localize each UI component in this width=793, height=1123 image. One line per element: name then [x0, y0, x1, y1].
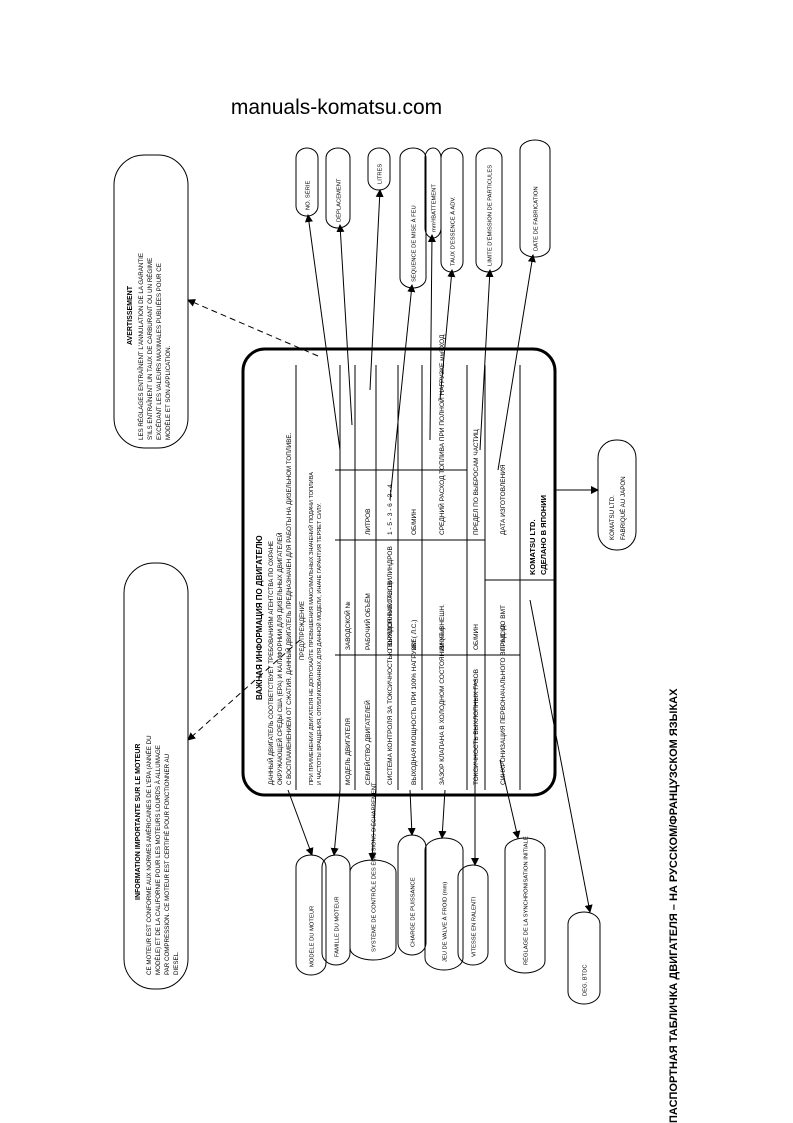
- warn-box-title: AVERTISSEMENT: [127, 285, 134, 345]
- right-callout-label: FABRIQUÉ AU JAPON: [620, 476, 627, 540]
- plate-row-value: РАБОЧИЙ ОБЪЁМ: [363, 593, 372, 650]
- plate-row-value: ПРЕДЕЛ ПО ВЫБРОСАМ ЧАСТИЦ: [473, 429, 480, 535]
- bottom-callout-label: MODÈLE DU MOTEUR: [309, 906, 316, 967]
- plate-row-value: ГРАД. ДО ВМТ: [500, 605, 507, 650]
- top-callout-label: TAUX D'ESSENCE À ADV.: [450, 196, 457, 266]
- bottom-callout-label: VITESSE EN RALENTI: [472, 896, 478, 957]
- top-callout-label: DÉPLACEMENT: [336, 178, 343, 222]
- plate-row-label: ВЫХОДНАЯ МОЩНОСТЬ ПРИ 100% НАГРУЗКЕ: [411, 638, 418, 785]
- plate-row-label: СЕМЕЙСТВО ДВИГАТЕЛЕЙ: [363, 700, 372, 785]
- plate-row-label: СИСТЕМА КОНТРОЛЯ ЗА ТОКСИЧНОСТЬЮ ВЫХЛОПН…: [387, 581, 394, 785]
- plate-warning-line: ПРИ ПРИМЕНЕНИИ ДВИГАТЕЛЯ НЕ ДОПУСКАЙТЕ П…: [307, 472, 315, 785]
- plate-intro-line: ОКРУЖАЮЩЕЙ СРЕДЫ США (EPA) И КАЛИФОРНИИ …: [276, 533, 284, 785]
- engine-plate: [241, 347, 557, 797]
- top-callout-label: DATE DE FABRICATION: [534, 186, 540, 251]
- plate-intro-line: С ВОСПЛАМЕНЕНИЕМ ОТ СЖАТИЯ. ДАННЫЙ ДВИГА…: [285, 433, 293, 785]
- top-callout-label: LIMITE D'ÉMISSION DE PARTICULES: [487, 165, 494, 266]
- info-box-line: DIESEL.: [173, 951, 180, 975]
- top-callout-label: SÉQUENCE DE MISE À FEU: [411, 205, 418, 282]
- info-box-line: PAR COMPRESSION. CE MOTEUR EST CERTIFIÉ …: [164, 754, 171, 975]
- plate-row-value: 1 - 5 - 3 - 6 - 2 - 4: [387, 484, 394, 535]
- plate-warning-head: ПРЕДУПРЕЖДЕНИЕ: [300, 601, 306, 660]
- plate-intro-line: ДАННЫЙ ДВИГАТЕЛЬ СООТВЕТСТВУЕТ ТРЕБОВАНИ…: [267, 541, 275, 785]
- leader-lines: [187, 299, 319, 741]
- top-callout-label: NO. SÉRIE: [305, 181, 312, 210]
- plate-maker: KOMATSU LTD.: [528, 519, 537, 575]
- bottom-callout-pill: [567, 911, 601, 1005]
- plate-row-value: ДАТА ИЗГОТОВЛЕНИЯ: [500, 464, 507, 535]
- top-callout-label: mm³/BATTEMENT: [432, 184, 438, 232]
- plate-row-value: ОБ/МИН: [411, 509, 418, 535]
- warn-box-line: MODÈLE ET SON APPLICATION.: [165, 345, 172, 440]
- warn-box-line: EXCÉDANT LES VALEURS MAXIMALES PUBLIÉES …: [156, 263, 163, 440]
- footer-caption: ПАСПОРТНАЯ ТАБЛИЧКА ДВИГАТЕЛЯ – НА РУССК…: [668, 688, 680, 1123]
- warn-box-text: AVERTISSEMENT LES RÉGLAGES ENTRAÎNENT L'A…: [127, 253, 172, 440]
- arrows: [287, 189, 599, 913]
- info-box-text: INFORMATION IMPORTANTE SUR LE MOTEUR CE M…: [135, 735, 180, 975]
- right-callout: KOMATSU LTD. FABRIQUÉ AU JAPON: [597, 439, 637, 551]
- plate-row-value: ЗАВОДСКОЙ №: [343, 601, 352, 650]
- top-callouts: NO. SÉRIE DÉPLACEMENT LITRES SÉQUENCE DE MI…: [295, 139, 551, 289]
- info-box-line: MODÈLE) ET DE LA CALIFORNIE POUR LES MOT…: [155, 745, 162, 975]
- bottom-callouts: MODÈLE DU MOTEUR FAMILLE DU MOTEUR SYSTÈME…: [295, 782, 601, 1005]
- warn-box-line: LES RÉGLAGES ENTRAÎNENT L'ANNULATION DE …: [138, 253, 145, 440]
- plate-made-in: СДЕЛАНО В ЯПОНИИ: [539, 495, 548, 575]
- plate-title: ВАЖНАЯ ИНФОРМАЦИЯ ПО ДВИГАТЕЛЮ: [255, 535, 264, 700]
- plate-row-label: СИНХРОНИЗАЦИЯ ПЕРВОНАЧАЛЬНОГО ВПРЫСКА: [500, 623, 507, 785]
- right-callout-label: KOMATSU LTD.: [609, 495, 616, 540]
- right-callout-pill: [597, 439, 637, 551]
- top-callout-label: LITRES: [378, 164, 384, 184]
- plate-row-value: ВНУТ. ВНЕШН.: [439, 604, 446, 650]
- plate-row-value: ЛИТРОВ: [365, 509, 372, 536]
- plate-warning-line: И ЧАСТОТЫ ВРАЩЕНИЯ, ОПУБЛИКОВАННЫХ ДЛЯ Д…: [315, 503, 323, 785]
- plate-row-value: ОБ/МИН: [473, 624, 480, 650]
- info-box-title: INFORMATION IMPORTANTE SUR LE MOTEUR: [135, 744, 142, 900]
- plate-row-value: ПОРЯДОК РАБОТЫ ЦИЛИНДРОВ: [387, 546, 394, 650]
- bottom-callout-label: CHARGE DE PUISSANCE: [411, 877, 417, 947]
- bottom-callout-label: FAMILLE DU MOTEUR: [335, 896, 341, 957]
- plate-row-label: МОДЕЛЬ ДВИГАТЕЛЯ: [345, 718, 352, 785]
- warn-box-line: S'ILS ENTRAÎNENT UN TAUX DE CARBURANT OU…: [147, 258, 154, 440]
- plate-row-label: ТОКСИЧНОСТЬ ВЫХЛОПНЫХ ГАЗОВ: [473, 669, 480, 785]
- site-title: manuals-komatsu.com: [230, 96, 443, 119]
- bottom-callout-pill: [504, 837, 546, 974]
- info-box-line: CE MOTEUR EST CONFORME AUX NORMES AMÉRIC…: [146, 735, 153, 975]
- bottom-callout-label: JEU DE VALVE À FROID (mm): [442, 882, 449, 962]
- bottom-callout-label: SYSTÈME DE CONTRÔLE DES ÉMISSIONS D'ÉCHA…: [371, 782, 378, 952]
- bottom-callout-label: RÉGLAGE DE LA SYNCHRONISATION INITIALE: [523, 836, 530, 965]
- plate-row-value: кВт ( Л.С.): [411, 620, 418, 650]
- info-box: [123, 562, 189, 990]
- bottom-callout-label: DEG. BTDC: [583, 964, 589, 996]
- plate-row-label: ЗАЗОР КЛАПАНА В ХОЛОДНОМ СОСТОЯНИИ (мм): [439, 627, 446, 785]
- plate-row-value: СРЕДНИЙ РАСХОД ТОПЛИВА ПРИ ПОЛНОЙ НАГРУЗ…: [437, 334, 446, 535]
